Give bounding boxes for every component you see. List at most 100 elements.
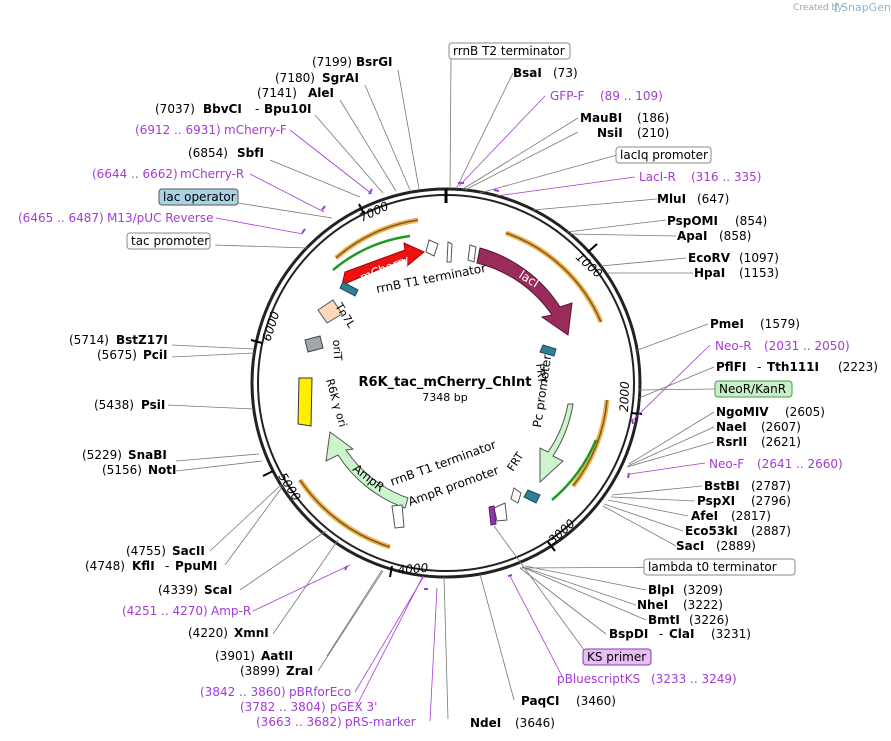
tick-label-6000: 6000 — [260, 309, 283, 343]
site-pos-mlui: (647) — [697, 192, 729, 206]
primer-amp-r: Amp-R — [211, 604, 251, 618]
plasmid-name: R6K_tac_mCherry_ChInt — [359, 375, 532, 390]
site-pos-blpi: (3209) — [683, 583, 723, 597]
site-sbfi: SbfI — [237, 146, 264, 160]
primer-pos-gfp-f: (89 .. 109) — [600, 89, 663, 103]
primer-pgex3: pGEX 3' — [330, 700, 377, 714]
site-pos-bmti: (3226) — [689, 613, 729, 627]
primer-pos-pbluescriptks: (3233 .. 3249) — [651, 672, 737, 686]
site-pos-scai: (4339) — [158, 583, 198, 597]
site-pos-pspomi: (854) — [735, 214, 767, 228]
ks-primer-box — [582, 648, 652, 666]
site-ngomiv: NgoMIV — [716, 405, 769, 419]
ampr-feature — [325, 431, 409, 509]
site-eco53ki: Eco53kI — [685, 524, 738, 538]
r6k-ori-feature — [297, 377, 313, 427]
frt-bottom-feature — [523, 489, 541, 504]
lac-operator-label: lac operator — [163, 190, 236, 204]
site-pos-maubi: (186) — [637, 111, 669, 125]
laciq-box — [615, 146, 712, 164]
plasmid-length: 7348 bp — [422, 391, 467, 404]
orit-label: oriT — [330, 339, 344, 361]
primer-mcherry-r: mCherry-R — [180, 167, 244, 181]
r6k-label: R6K γ ori — [323, 377, 349, 428]
primers-top-left: (6912 .. 6931) mCherry-F (6644 .. 6662) … — [18, 123, 287, 225]
site-maubi: MauBI — [580, 111, 622, 125]
mcherry-feature — [341, 242, 425, 286]
primers-right: GFP-F (89 .. 109) LacI-R (316 .. 335) Ne… — [550, 89, 850, 686]
rrnb-t2-box — [448, 42, 571, 60]
site-pos-pflfi: (2223) — [838, 360, 878, 374]
site-bsrgi: BsrGI — [356, 55, 393, 69]
tick-label-4000: 4000 — [397, 561, 429, 577]
site-ppumi: PpuMI — [175, 559, 217, 573]
tac-promoter-label: tac promoter — [131, 234, 209, 248]
neokan-label: NeoR/KanR — [719, 382, 786, 396]
lambda-t0-arrow — [510, 487, 522, 504]
primer-pos-neo-f: (2641 .. 2660) — [757, 457, 843, 471]
site-bsai: BsaI — [513, 66, 542, 80]
lambda-t0-label: lambda t0 terminator — [648, 560, 777, 574]
neokan-box — [714, 380, 793, 398]
site-bpu10i: Bpu10I — [264, 102, 311, 116]
site-xmni: XmnI — [234, 626, 269, 640]
site-pos-bbvci: (7037) — [155, 102, 195, 116]
primer-prs-marker: pRS-marker — [345, 715, 416, 729]
site-pos-noti: (5156) — [102, 463, 142, 477]
tick-label-5000: 5000 — [275, 470, 303, 504]
site-pos-sbfi: (6854) — [188, 146, 228, 160]
primer-pos-amp-r: (4251 .. 4270) — [122, 604, 208, 618]
primer-mcherry-f: mCherry-F — [224, 123, 287, 137]
site-pflfi: PflFI — [716, 360, 746, 374]
site-ecorv: EcoRV — [688, 251, 731, 265]
site-scai: ScaI — [204, 583, 232, 597]
primers-left: (4251 .. 4270) Amp-R (3842 .. 3860) pBRf… — [122, 604, 416, 729]
primer-pos-pbrforeco: (3842 .. 3860) — [200, 685, 286, 699]
site-clai: ClaI — [669, 627, 694, 641]
rrnb-t1-bottom-arrow — [391, 504, 405, 529]
ampr-promoter-arrow — [493, 502, 508, 522]
site-saci: SacI — [676, 539, 704, 553]
site-pos-xmni: (4220) — [188, 626, 228, 640]
primer-neo-r: Neo-R — [715, 339, 752, 353]
site-zrai: ZraI — [286, 664, 313, 678]
site-pos-saci: (2889) — [716, 539, 756, 553]
site-pos-bsai: (73) — [553, 66, 578, 80]
site-snabi: SnaBI — [128, 448, 167, 462]
site-pos-sgrai: (7180) — [275, 71, 315, 85]
primer-pbluescriptks: pBluescriptKS — [557, 672, 640, 686]
svg-text:-: - — [165, 559, 169, 573]
lac-operator-feature — [339, 281, 359, 297]
primer-pos-pgex3: (3782 .. 3804) — [240, 700, 326, 714]
svg-text:-: - — [255, 102, 259, 116]
site-pmei: PmeI — [710, 317, 744, 331]
primer-pos-laci-r: (316 .. 335) — [691, 170, 761, 184]
primer-pos-neo-r: (2031 .. 2050) — [764, 339, 850, 353]
site-pos-pspxi: (2796) — [751, 494, 791, 508]
site-pos-ecorv: (1097) — [739, 251, 779, 265]
created-by-text: Created by — [793, 3, 843, 13]
site-aatii: AatII — [261, 649, 293, 663]
site-blpi: BlpI — [648, 583, 674, 597]
site-apai: ApaI — [677, 229, 707, 243]
frt-bottom-label: FRT — [505, 450, 527, 474]
laci-feature — [476, 247, 573, 336]
site-ndei: NdeI — [470, 716, 501, 730]
site-pos-ngomiv: (2605) — [785, 405, 825, 419]
site-afei: AfeI — [691, 509, 718, 523]
tn7l-feature — [317, 299, 343, 324]
site-rsrii: RsrII — [716, 435, 747, 449]
ks-primer-label: KS primer — [587, 650, 646, 664]
site-pos-psii: (5438) — [94, 398, 134, 412]
rrnb-t2-arrow — [446, 241, 453, 263]
site-bspdi: BspDI — [609, 627, 648, 641]
site-pos-zrai: (3899) — [240, 664, 280, 678]
site-pos-paqci: (3460) — [576, 694, 616, 708]
label-connectors — [167, 58, 717, 720]
site-pspomi: PspOMI — [667, 214, 718, 228]
site-pspxi: PspXI — [697, 494, 735, 508]
site-pos-pmei: (1579) — [760, 317, 800, 331]
site-naei: NaeI — [716, 420, 747, 434]
site-pos-aatii: (3901) — [215, 649, 255, 663]
